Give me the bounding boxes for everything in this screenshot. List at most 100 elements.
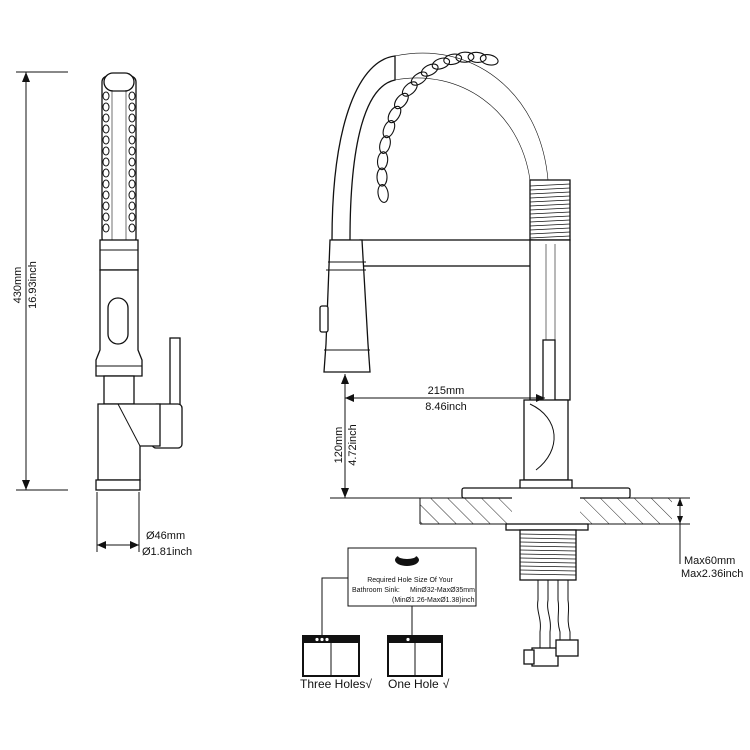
coil [102,113,110,123]
thread [519,533,577,536]
hole-size-note: Required Hole Size Of Your Bathroom Sink… [321,547,477,636]
coil [377,184,389,203]
coil [102,135,110,145]
coil [479,53,499,66]
side-spring [101,72,137,245]
coil [102,146,110,156]
coil [420,63,439,77]
spout-height-dimension: 120mm 4.72inch [330,374,420,499]
coil [529,187,571,191]
thread [519,573,577,576]
coil [529,231,571,235]
base-mm-label: Ø46mm [146,530,185,542]
front-hose [331,51,549,241]
coil [102,223,110,233]
coil [102,168,110,178]
coil [128,135,136,145]
coil [529,227,571,231]
coil [128,102,136,112]
height-in-label: 16.93inch [27,261,39,309]
front-view: 215mm 8.46inch 120mm 4.72inch Max60mm Ma… [319,51,743,667]
spout-height-in-label: 4.72inch [347,424,359,466]
sink-option-one-hole: One Hole√ [387,635,450,691]
front-sprayer [319,239,371,373]
coil [128,157,136,167]
thread [519,541,577,544]
coil [128,113,136,123]
thread [519,565,577,568]
coil [128,190,136,200]
coil [529,215,571,219]
deck-in-label: Max2.36inch [681,568,743,580]
coil [128,168,136,178]
coil [529,223,571,227]
thread [519,545,577,548]
coil [401,81,418,97]
coil [102,190,110,200]
coil [102,91,110,101]
coil [102,124,110,134]
coil [128,212,136,222]
front-arm [359,239,533,267]
base-in-label: Ø1.81inch [142,546,192,558]
spout-height-mm-label: 120mm [333,427,345,464]
deck-mm-label: Max60mm [684,555,735,567]
thread [519,553,577,556]
front-handle [542,339,556,405]
coil [128,146,136,156]
hole-note-line2: Bathroom Sink: [352,587,400,594]
side-view: 430mm 16.93inch [12,71,192,558]
coil [529,219,571,223]
deck-thickness-dimension: Max60mm Max2.36inch [672,497,743,580]
coil [128,201,136,211]
coil [128,91,136,101]
hole-note-range-in: (MinØ1.26-MaxØ1.38)inch [392,597,475,604]
coil [128,179,136,189]
coil [379,135,391,154]
hole-note-title: Required Hole Size Of Your [367,577,453,584]
front-column-spring [529,179,571,241]
sink-option-three-holes: Three Holes√ [300,635,372,691]
coil [102,179,110,189]
coil [529,195,571,199]
coil [382,120,396,139]
coil [393,92,409,110]
thread [519,557,577,560]
three-holes-label: Three Holes√ [300,677,372,691]
coil [431,57,451,70]
coil [102,201,110,211]
coil [529,183,571,187]
thread [519,549,577,552]
coil [410,71,428,86]
reach-in-label: 8.46inch [425,401,467,413]
countertop-section [419,497,672,525]
side-sprayer [95,239,143,377]
front-shank [505,523,589,581]
coil [529,203,571,207]
coil [529,199,571,203]
height-dimension: 430mm 16.93inch [12,71,68,491]
coil [128,124,136,134]
coil [443,53,463,66]
front-supply-hoses [523,580,579,667]
hole-note-range-mm: MinØ32-MaxØ35mm [410,587,475,594]
coil [467,51,487,63]
coil [376,167,388,187]
coil [529,211,571,215]
coil [387,105,402,124]
coil [102,102,110,112]
coil [102,157,110,167]
coil [529,207,571,211]
thread [519,569,577,572]
base-dimension: Ø46mm Ø1.81inch [96,492,192,558]
coil [128,223,136,233]
height-mm-label: 430mm [12,267,24,304]
side-body [95,375,161,491]
reach-dimension: 215mm 8.46inch [345,385,545,413]
reach-mm-label: 215mm [428,385,465,397]
coil [529,235,571,239]
coil [376,151,389,171]
coil [529,191,571,195]
thread [519,537,577,540]
